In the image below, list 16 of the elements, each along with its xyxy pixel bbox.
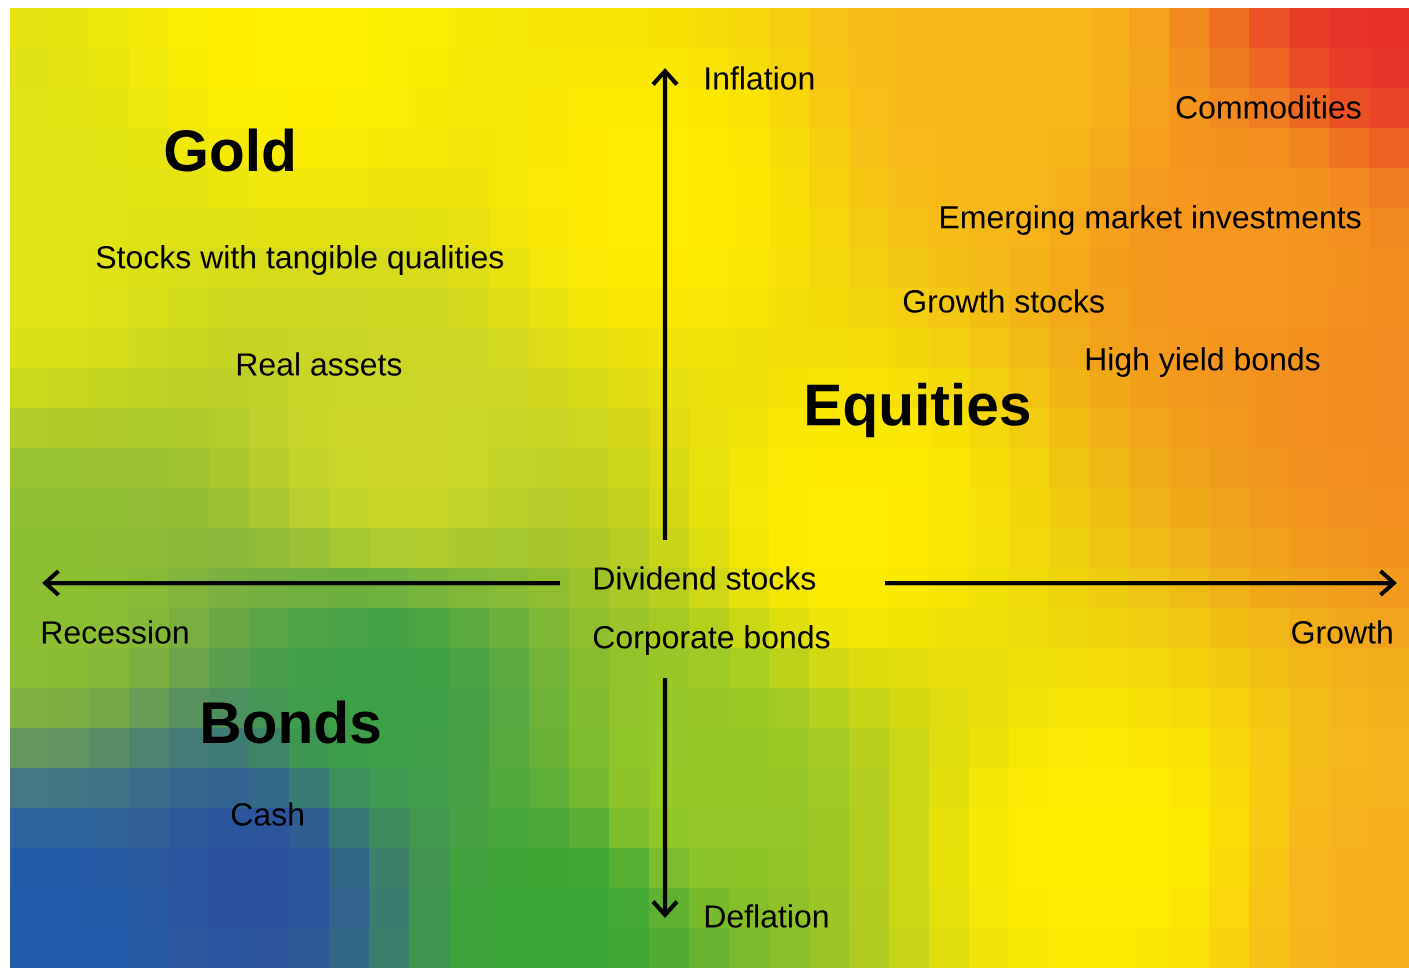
axis-label: Inflation [706,66,814,90]
asset-label: Stocks with tangible qualities [96,245,504,275]
asset-label: Growth stocks [903,289,1104,313]
asset-label: Emerging market investments [941,205,1361,235]
quadrant-heading: Bonds [203,700,380,744]
asset-label: Dividend stocks [594,566,816,590]
axis-label: Recession [42,620,188,644]
asset-label: Real assets [237,352,402,376]
quadrant-heading: Gold [165,128,294,172]
asset-label: Corporate bonds [593,625,830,655]
axis-label: Deflation [705,904,828,928]
axis-label: Growth [1292,620,1392,644]
asset-label: High yield bonds [1086,347,1320,377]
asset-label: Cash [231,802,303,826]
asset-label: Commodities [1176,95,1361,119]
quadrant-heading: Equities [807,382,1030,438]
